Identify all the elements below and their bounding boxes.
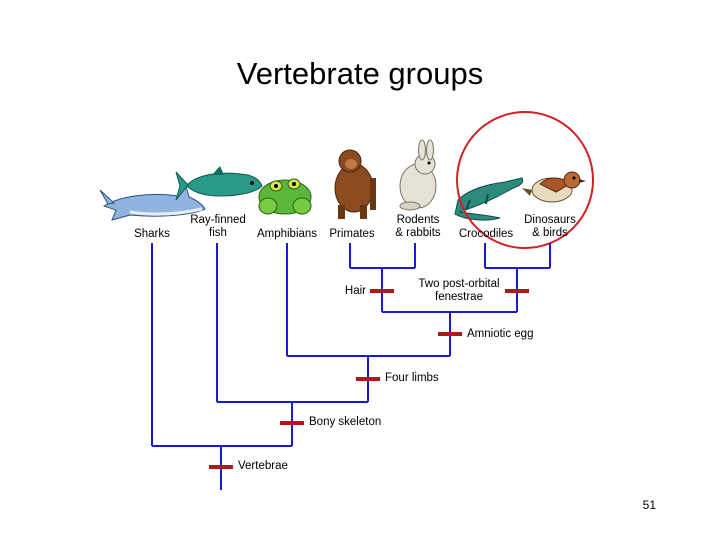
primate-illustration [334,149,376,219]
page-number: 51 [642,498,656,512]
taxon-label-dinosaurs-birds: Dinosaurs & birds [524,214,576,239]
taxon-label-amphibians: Amphibians [256,228,318,240]
trait-label-four-limbs: Four limbs [385,372,439,384]
highlight-circle [456,111,594,249]
trait-label-vertebrae: Vertebrae [238,460,288,472]
amphibian-illustration [258,178,312,215]
trait-label-post-orbital: Two post-orbital fenestrae [418,278,500,303]
bird-illustration [522,171,586,203]
taxon-label-rodents-rabbits: Rodents & rabbits [395,214,441,239]
cladogram-branches [151,243,551,490]
ray-finned-fish-illustration [175,166,263,201]
trait-label-amniotic-egg: Amniotic egg [467,328,534,340]
trait-label-bony-skeleton: Bony skeleton [309,416,382,428]
trait-label-hair: Hair [344,285,366,297]
crocodile-illustration [454,177,524,221]
trait-marks [209,289,529,469]
rabbit-illustration [399,139,437,211]
taxon-label-crocodiles: Crocodiles [458,228,514,240]
slide-title: Vertebrate groups [236,56,484,91]
taxon-label-ray-finned-fish: Ray-finned fish [190,214,246,239]
taxon-label-primates: Primates [329,228,375,240]
taxon-label-sharks: Sharks [134,228,170,240]
